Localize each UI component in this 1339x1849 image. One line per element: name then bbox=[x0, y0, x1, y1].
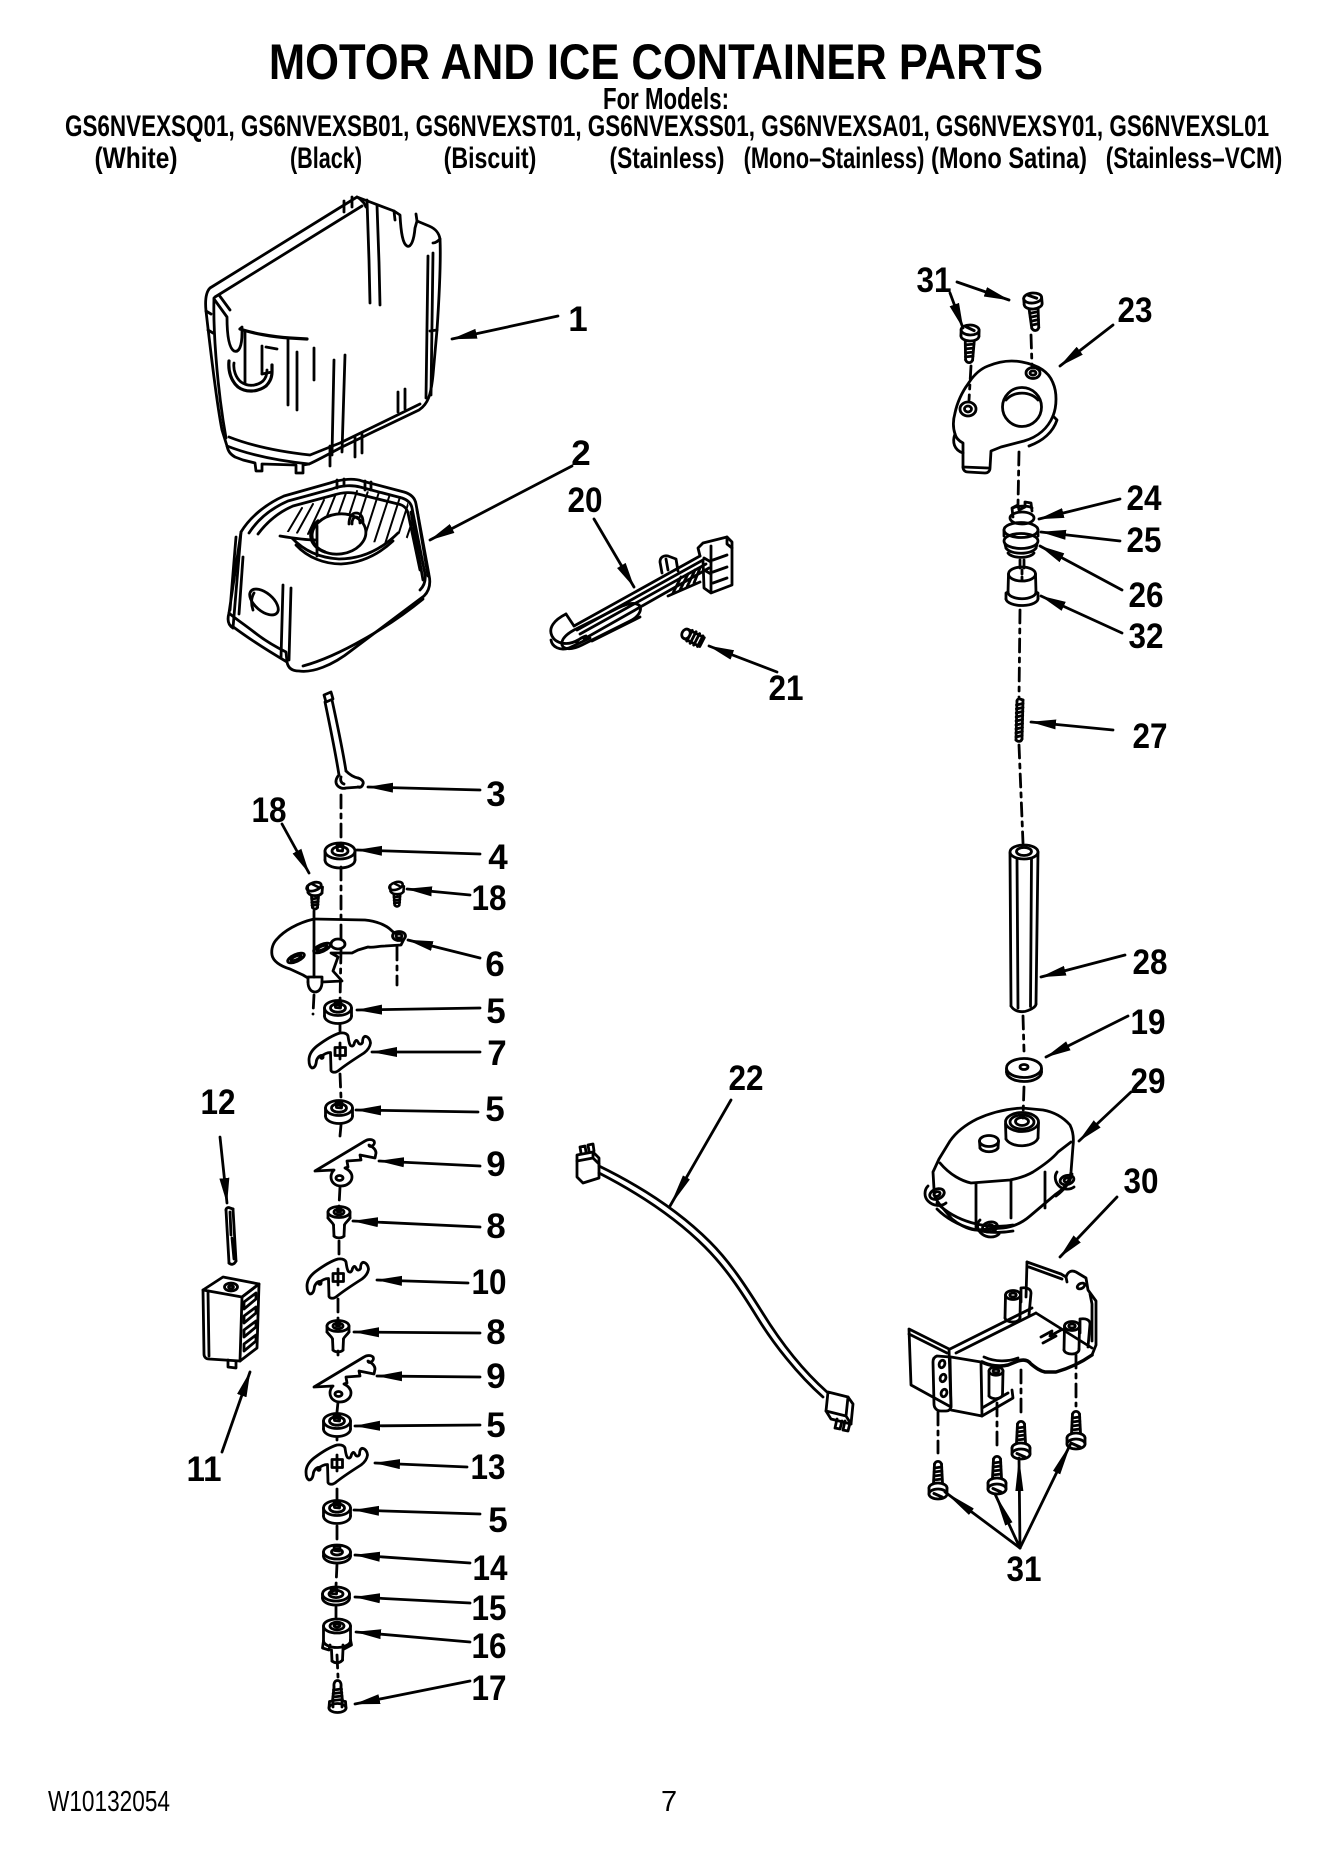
svg-text:15: 15 bbox=[472, 1589, 507, 1628]
svg-text:9: 9 bbox=[486, 1145, 505, 1184]
svg-text:12: 12 bbox=[201, 1083, 236, 1122]
svg-text:8: 8 bbox=[486, 1207, 505, 1246]
svg-text:3: 3 bbox=[486, 775, 505, 814]
svg-text:18: 18 bbox=[472, 879, 507, 918]
svg-text:29: 29 bbox=[1131, 1062, 1166, 1101]
svg-text:31: 31 bbox=[917, 261, 952, 300]
svg-text:8: 8 bbox=[486, 1313, 505, 1352]
svg-text:9: 9 bbox=[486, 1357, 505, 1396]
svg-text:14: 14 bbox=[473, 1549, 508, 1588]
svg-text:10: 10 bbox=[472, 1263, 507, 1302]
svg-text:23: 23 bbox=[1118, 291, 1153, 330]
svg-text:27: 27 bbox=[1133, 717, 1168, 756]
svg-text:13: 13 bbox=[471, 1448, 506, 1487]
svg-text:25: 25 bbox=[1127, 521, 1162, 560]
svg-text:26: 26 bbox=[1129, 576, 1164, 615]
svg-text:31: 31 bbox=[1007, 1550, 1042, 1589]
svg-text:18: 18 bbox=[252, 791, 287, 830]
svg-text:2: 2 bbox=[571, 434, 590, 473]
svg-text:22: 22 bbox=[729, 1059, 764, 1098]
svg-text:7: 7 bbox=[487, 1034, 506, 1073]
svg-text:24: 24 bbox=[1127, 479, 1162, 518]
svg-text:1: 1 bbox=[568, 300, 587, 339]
svg-text:30: 30 bbox=[1124, 1162, 1159, 1201]
svg-text:19: 19 bbox=[1131, 1003, 1166, 1042]
svg-text:6: 6 bbox=[485, 945, 504, 984]
svg-text:5: 5 bbox=[488, 1501, 507, 1540]
svg-text:5: 5 bbox=[486, 992, 505, 1031]
svg-text:16: 16 bbox=[472, 1627, 507, 1666]
svg-text:32: 32 bbox=[1129, 617, 1164, 656]
svg-text:5: 5 bbox=[486, 1406, 505, 1445]
svg-text:21: 21 bbox=[769, 669, 804, 708]
svg-text:11: 11 bbox=[187, 1450, 222, 1489]
svg-text:20: 20 bbox=[568, 481, 603, 520]
svg-text:5: 5 bbox=[485, 1090, 504, 1129]
svg-text:17: 17 bbox=[472, 1669, 507, 1708]
svg-text:28: 28 bbox=[1133, 943, 1168, 982]
svg-text:4: 4 bbox=[488, 838, 508, 877]
